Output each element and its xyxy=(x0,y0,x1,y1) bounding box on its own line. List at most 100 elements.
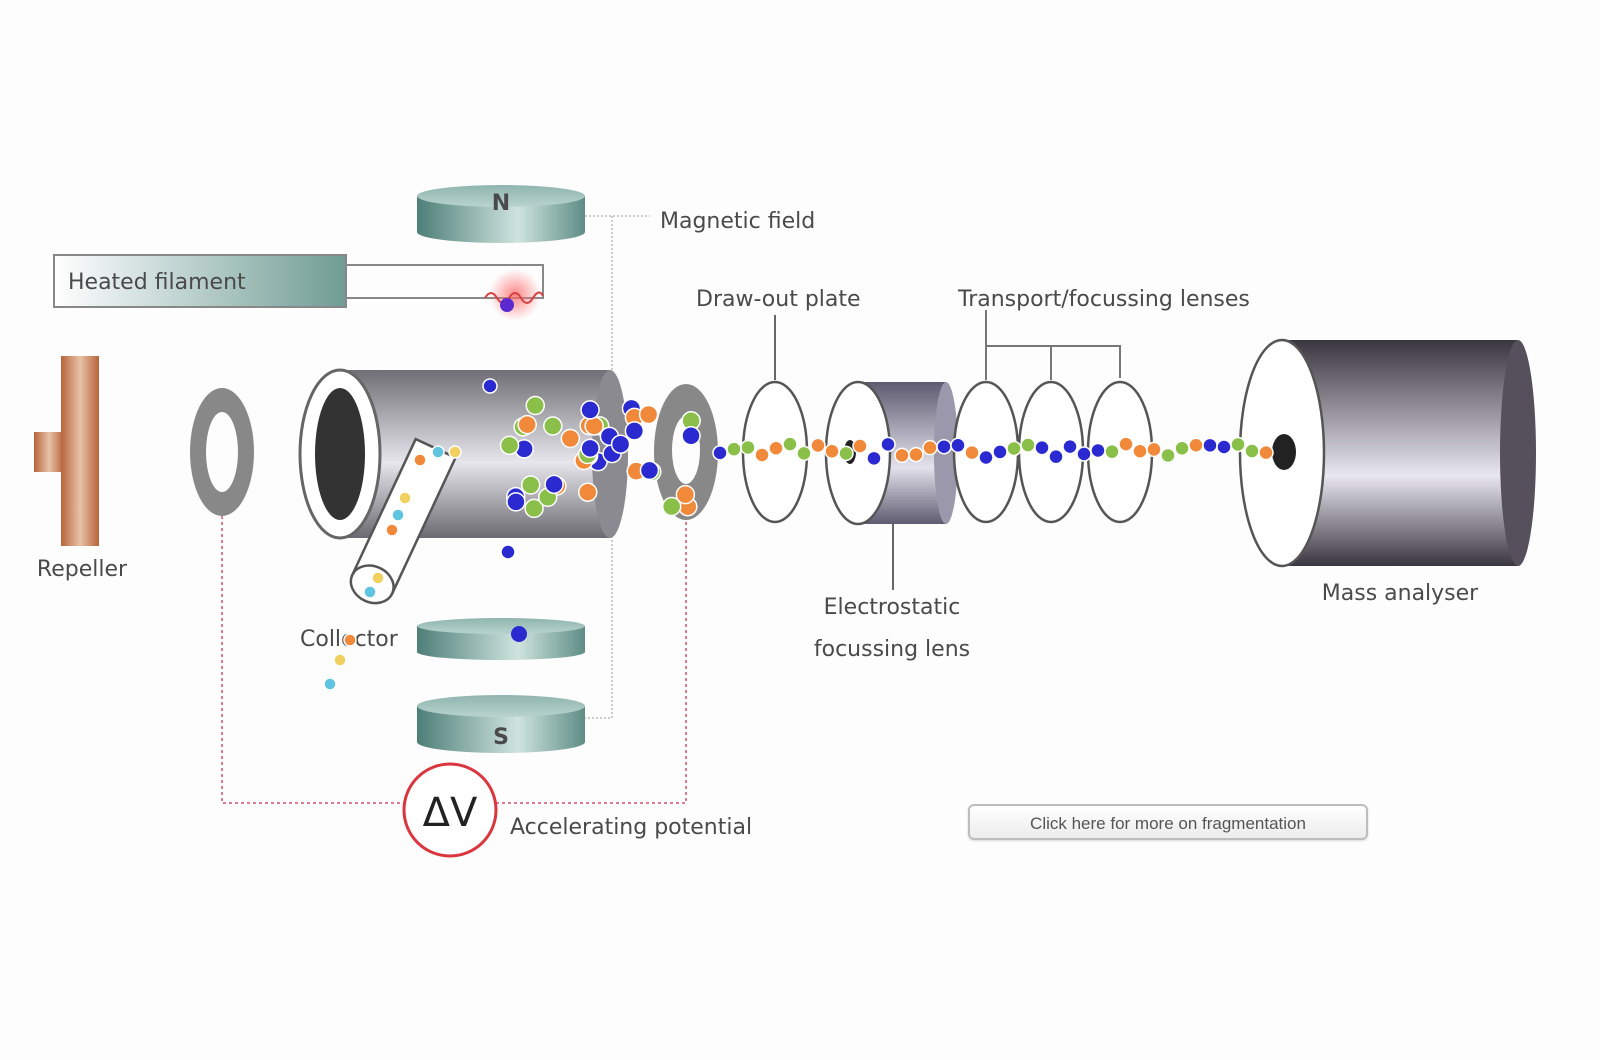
ion-particle xyxy=(978,449,994,466)
ion-particle xyxy=(544,474,564,495)
ion-particle xyxy=(810,437,826,454)
ion-particle xyxy=(578,482,598,502)
repeller-label: Repeller xyxy=(37,557,128,582)
heated-filament-label: Heated filament xyxy=(68,270,246,295)
ion-particle xyxy=(1104,443,1120,460)
electron-icon xyxy=(500,298,514,312)
ion-particle xyxy=(584,416,604,436)
ion-particle xyxy=(922,439,938,456)
transport-lenses: Transport/focussing lenses xyxy=(952,287,1250,524)
mass-analyser: Mass analyser xyxy=(1238,338,1536,606)
magnetic-field-label: Magnetic field xyxy=(660,209,815,234)
ion-particle xyxy=(580,438,600,459)
ion-particle xyxy=(936,438,952,455)
mass-analyser-label: Mass analyser xyxy=(1322,581,1479,606)
ion-particle xyxy=(1230,436,1246,453)
ion-particle xyxy=(431,445,445,459)
ion-particle xyxy=(1034,439,1050,456)
ion-particle xyxy=(543,416,563,436)
accelerating-potential: ΔV Accelerating potential xyxy=(402,762,752,858)
accelerating-potential-wire xyxy=(221,492,687,804)
ion-particle xyxy=(1118,436,1134,452)
ion-particle xyxy=(506,492,526,512)
ion-particle xyxy=(1006,440,1022,457)
ion-particle xyxy=(610,434,631,454)
transport-lenses-label: Transport/focussing lenses xyxy=(957,287,1250,312)
magnetic-field-connector xyxy=(585,215,650,719)
ion-particle xyxy=(639,460,660,481)
upper-plate xyxy=(417,618,585,660)
ion-particle xyxy=(448,445,462,459)
ion-particle xyxy=(363,585,377,599)
ion-particle xyxy=(413,453,427,467)
delta-v-symbol: ΔV xyxy=(423,790,478,836)
electrostatic-label-2: focussing lens xyxy=(814,637,970,662)
ion-particle xyxy=(1048,448,1064,465)
ion-particle xyxy=(681,425,701,446)
electrostatic-label-1: Electrostatic xyxy=(824,595,961,620)
ion-particle xyxy=(768,440,784,457)
south-magnet: S xyxy=(417,695,585,753)
ion-particle xyxy=(343,633,357,647)
ion-particle xyxy=(560,428,581,449)
north-label: N xyxy=(492,191,510,216)
repeller: Repeller xyxy=(34,356,128,582)
ion-particle xyxy=(852,438,868,454)
draw-out-plate-label: Draw-out plate xyxy=(696,287,861,312)
ion-particle xyxy=(1202,437,1218,454)
ion-particle xyxy=(908,446,924,463)
filament-glow xyxy=(489,269,541,321)
ion-particle xyxy=(398,491,412,505)
ion-particle xyxy=(520,475,541,495)
ion-particle xyxy=(661,496,682,517)
ion-particle xyxy=(499,435,520,456)
ion-particle xyxy=(500,544,516,560)
ionisation-chamber xyxy=(298,368,628,540)
ion-particle xyxy=(525,395,545,416)
ion-particle xyxy=(323,677,337,691)
ion-particle xyxy=(1244,443,1260,459)
ion-particle xyxy=(740,439,756,456)
ion-particle xyxy=(1258,444,1274,461)
electrostatic-lens: Electrostatic focussing lens xyxy=(814,380,970,662)
ion-particle xyxy=(866,450,882,467)
ion-particle xyxy=(880,436,896,453)
ion-particle xyxy=(1062,438,1078,455)
ion-particle xyxy=(624,421,645,441)
ion-particle xyxy=(580,400,600,420)
heated-filament: Heated filament xyxy=(53,254,544,321)
ion-particle xyxy=(726,441,742,457)
ion-particle xyxy=(391,508,405,522)
ion-particle xyxy=(524,498,544,519)
ion-particle xyxy=(385,523,399,537)
ion-particle xyxy=(894,447,910,464)
ion-particle xyxy=(1020,437,1036,453)
ion-particle xyxy=(754,447,770,463)
ion-particle xyxy=(517,414,537,435)
north-magnet: N xyxy=(417,185,585,243)
ion-particle xyxy=(333,653,347,667)
ion-particle xyxy=(482,378,498,394)
ion-particle xyxy=(675,484,696,505)
electron-icon xyxy=(511,626,527,642)
ion-particle xyxy=(1132,443,1148,459)
accelerating-potential-label: Accelerating potential xyxy=(510,815,752,840)
ion-particle xyxy=(1146,441,1162,458)
ion-particle xyxy=(796,445,812,462)
ion-particle xyxy=(1216,439,1232,455)
ion-particle xyxy=(1160,447,1176,464)
ion-particle xyxy=(824,443,840,460)
ion-particle xyxy=(992,444,1008,460)
ion-particle xyxy=(1090,442,1106,459)
ion-particle xyxy=(712,445,728,461)
fragmentation-button[interactable]: Click here for more on fragmentation xyxy=(968,804,1368,840)
ion-particle xyxy=(950,437,966,454)
filament-coil xyxy=(484,291,544,304)
ion-particle xyxy=(964,444,980,461)
entrance-ring xyxy=(190,388,254,516)
ion-particle xyxy=(1076,446,1092,462)
ion-beam xyxy=(323,378,1274,691)
ion-particle xyxy=(782,436,798,452)
ion-particle xyxy=(1188,437,1204,453)
